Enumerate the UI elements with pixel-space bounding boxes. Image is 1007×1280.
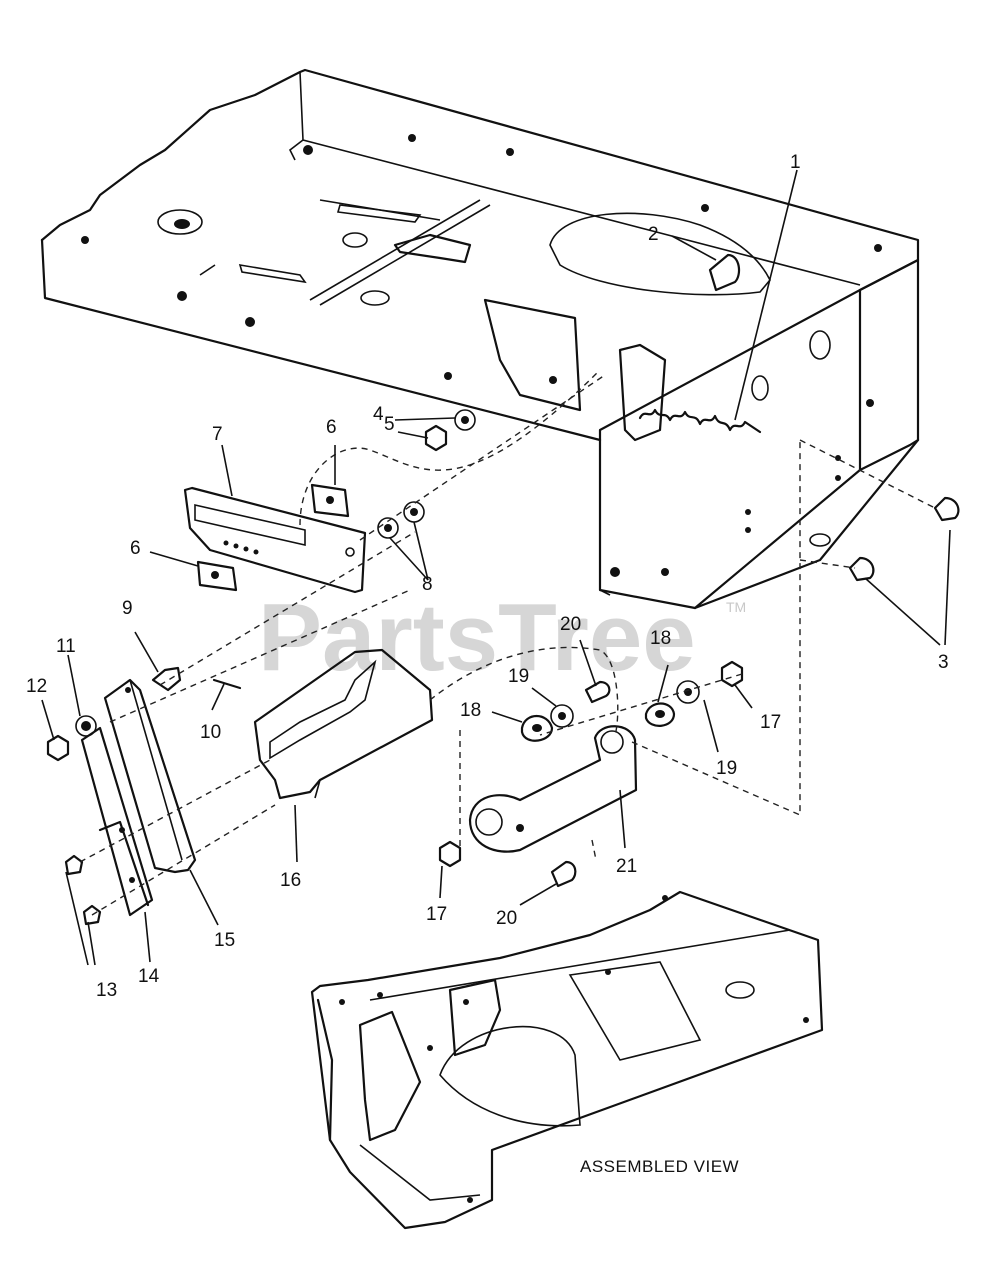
callout-2: 2	[648, 224, 659, 245]
callout-18-left: 18	[460, 700, 481, 721]
callout-19-right: 19	[716, 758, 737, 779]
callout-12: 12	[26, 676, 47, 697]
callout-20-upper: 20	[560, 614, 581, 635]
callout-8: 8	[422, 574, 433, 595]
callout-20-lower: 20	[496, 908, 517, 929]
watermark-tm: TM	[726, 599, 746, 615]
callout-leaders	[41, 169, 951, 966]
callout-9: 9	[122, 598, 133, 619]
callout-labels: 1 2 3 4 5 6 6 7 8 9 10 11 12 13 14 15 16…	[26, 152, 949, 1001]
callout-6-upper: 6	[326, 417, 337, 438]
assembled-view: ASSEMBLED VIEW	[310, 890, 824, 1230]
watermark: PartsTree TM	[258, 584, 746, 691]
callout-1: 1	[790, 152, 801, 173]
callout-11: 11	[56, 636, 76, 657]
callout-19-left: 19	[508, 666, 529, 687]
callout-5: 5	[384, 414, 395, 435]
callout-10: 10	[200, 722, 221, 743]
callout-17-left: 17	[426, 904, 447, 925]
callout-7: 7	[212, 424, 223, 445]
callout-16: 16	[280, 870, 301, 891]
callout-17-right: 17	[760, 712, 781, 733]
callout-6-lower: 6	[130, 538, 141, 559]
watermark-text: PartsTree	[258, 584, 696, 691]
callout-14: 14	[138, 966, 160, 987]
callout-21: 21	[616, 856, 637, 877]
callout-13: 13	[96, 980, 117, 1001]
main-frame	[40, 68, 920, 610]
callout-4: 4	[373, 404, 384, 425]
assembly-lines	[79, 369, 936, 916]
callout-15: 15	[214, 930, 235, 951]
frame-holes	[81, 134, 882, 577]
exploded-parts	[46, 409, 960, 926]
assembled-view-caption: ASSEMBLED VIEW	[580, 1157, 739, 1176]
callout-18-right: 18	[650, 628, 671, 649]
callout-3: 3	[938, 652, 949, 673]
